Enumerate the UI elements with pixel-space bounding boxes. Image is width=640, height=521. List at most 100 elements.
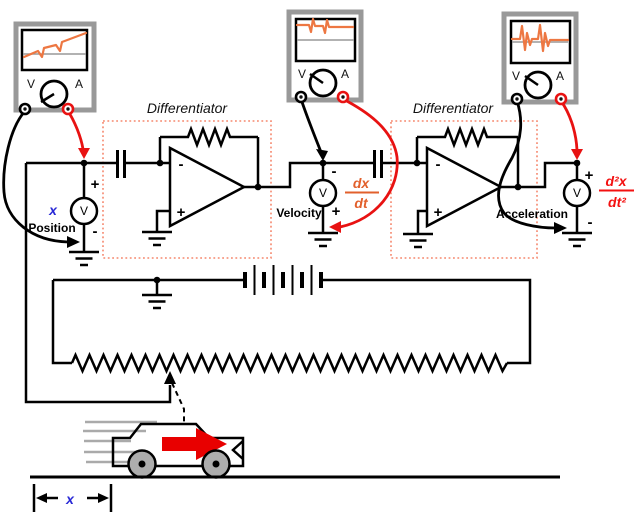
position-voltmeter xyxy=(69,196,99,226)
meter1-red-lead-arrowhead xyxy=(78,148,90,159)
opamp2-triangle xyxy=(425,145,504,229)
wire-battery-loop xyxy=(51,278,532,365)
meter2-black-lead xyxy=(299,97,323,154)
acceleration-label: Acceleration xyxy=(496,207,568,221)
opamp1-inverting-input-sign: - xyxy=(179,156,184,173)
meter1-volts-label: V xyxy=(27,77,35,91)
meter3-spike-waveform xyxy=(510,23,570,53)
wire-opamp1-out-to-cap2 xyxy=(244,161,373,189)
meter2-red-lead-arrowhead xyxy=(329,221,341,233)
acceleration-voltmeter-letter: V xyxy=(573,186,581,200)
ground-opamp2 xyxy=(403,232,433,249)
differentiator2-label: Differentiator xyxy=(413,100,494,116)
meter3-volts-label: V xyxy=(512,69,520,83)
velocity-plus-sign: + xyxy=(332,203,341,220)
wiper-arrowhead xyxy=(164,371,176,384)
terminal-pin xyxy=(23,107,27,111)
d2x-dt2-numerator: d²x xyxy=(606,173,628,189)
resistor-feedback2 xyxy=(417,125,518,149)
terminal-pin xyxy=(341,95,345,99)
junction-opamp2-output xyxy=(514,183,522,191)
meter2-volts-label: V xyxy=(298,67,306,81)
meter3-red-lead xyxy=(559,99,579,152)
wire-opamp2-noninv-ground xyxy=(416,209,427,234)
position-plus-sign: + xyxy=(91,176,100,193)
battery xyxy=(243,265,323,295)
wire-opamp2-out-to-node xyxy=(501,161,577,189)
junction-acceleration-node xyxy=(573,159,581,167)
meter3-black-lead-arrowhead xyxy=(554,222,567,234)
ground-battery xyxy=(142,293,172,310)
meter1-amps-label: A xyxy=(75,77,83,91)
capacitor2 xyxy=(373,150,383,178)
acceleration-voltmeter xyxy=(562,178,592,208)
dx-dt-numerator: dx xyxy=(353,175,371,191)
ground-acceleration xyxy=(562,231,592,248)
velocity-label: Velocity xyxy=(276,206,322,220)
meter1-black-lead-arrowhead xyxy=(67,236,80,248)
distance-dimension xyxy=(32,484,113,512)
meter3-dial-needle xyxy=(524,74,539,87)
meter3-red-lead-arrowhead xyxy=(571,149,583,160)
terminal-pin xyxy=(559,97,563,101)
wire-opamp1-noninv-ground xyxy=(155,209,170,232)
opamp2-inverting-input-sign: - xyxy=(436,156,441,173)
junction-position-node xyxy=(80,159,88,167)
wheel-hub xyxy=(138,460,146,468)
meter3-amps-label: A xyxy=(556,69,564,83)
position-x-symbol: x xyxy=(48,202,58,218)
dimension-arrowhead-right xyxy=(98,493,109,503)
velocity-voltmeter-letter: V xyxy=(319,186,327,200)
car-rear-notch xyxy=(231,440,244,460)
multimeter-acceleration xyxy=(501,11,579,105)
meter3-black-lead xyxy=(497,99,558,230)
meter2-red-lead xyxy=(338,97,399,229)
position-voltmeter-letter: V xyxy=(80,204,88,218)
potentiometer-resistor xyxy=(70,351,509,375)
position-minus-sign: - xyxy=(93,223,98,240)
position-label: Position xyxy=(28,221,75,235)
meter1-black-lead xyxy=(2,109,70,244)
opamp1-noninverting-input-sign: + xyxy=(177,204,186,221)
differentiator1-label: Differentiator xyxy=(147,100,228,116)
meter2-amps-label: A xyxy=(341,67,349,81)
resistor-feedback1 xyxy=(160,125,258,149)
differentiator1-box xyxy=(102,120,272,259)
junction-opamp1-input xyxy=(156,159,164,167)
ground-velocity xyxy=(308,231,338,248)
wheel-hub xyxy=(212,460,220,468)
terminal-pin xyxy=(66,107,70,111)
dx-dt-denominator: dt xyxy=(354,195,369,211)
acceleration-minus-sign: - xyxy=(588,214,593,231)
multimeter-velocity xyxy=(286,9,364,103)
dimension-arrowhead-left xyxy=(36,493,47,503)
meter2-dial-needle xyxy=(309,72,324,85)
meter2-pulse-waveform xyxy=(295,17,355,35)
opamp2-noninverting-input-sign: + xyxy=(434,204,443,221)
junction-battery-ground xyxy=(153,276,161,284)
ground-position xyxy=(69,250,99,267)
terminal-pin xyxy=(515,97,519,101)
capacitor1 xyxy=(116,150,126,178)
meter1-ramp-waveform xyxy=(22,31,88,59)
distance-x-symbol: x xyxy=(65,491,75,507)
car-body xyxy=(111,422,245,468)
d2x-dt2-denominator: dt² xyxy=(608,194,626,210)
junction-opamp2-input xyxy=(413,159,421,167)
acceleration-plus-sign: + xyxy=(585,167,594,184)
wire-wiper-loop xyxy=(24,163,172,404)
multimeter-position xyxy=(13,21,97,113)
junction-velocity-node xyxy=(319,159,327,167)
ground-opamp1 xyxy=(142,230,172,247)
meter1-red-lead xyxy=(66,109,85,151)
car xyxy=(83,420,245,479)
junction-opamp1-output xyxy=(254,183,262,191)
wiper-to-car-dashed-link xyxy=(171,382,185,424)
terminal-pin xyxy=(299,95,303,99)
meter2-black-lead-arrowhead xyxy=(316,149,328,161)
opamp1-triangle xyxy=(168,145,247,229)
velocity-minus-sign: - xyxy=(332,163,337,180)
velocity-voltmeter xyxy=(308,178,338,208)
